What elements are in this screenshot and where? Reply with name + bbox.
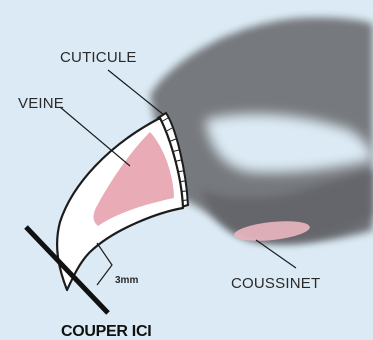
cut-here-label: COUPER ICI bbox=[61, 324, 151, 340]
vein-leader-line bbox=[60, 107, 130, 166]
pad-label: COUSSINET bbox=[231, 276, 320, 291]
pad-leader-line bbox=[256, 240, 296, 268]
vein-label: VEINE bbox=[18, 96, 64, 111]
cuticle-label: CUTICULE bbox=[60, 50, 137, 65]
distance-label: 3mm bbox=[115, 276, 138, 286]
distance-bracket bbox=[97, 243, 112, 285]
